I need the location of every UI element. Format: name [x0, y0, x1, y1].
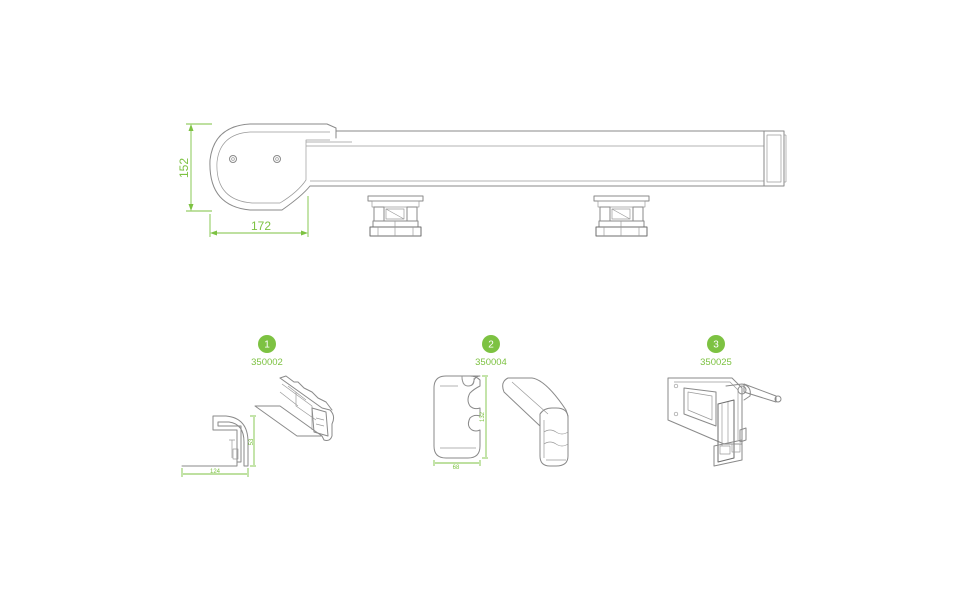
- dimension-height-152: 152: [177, 123, 212, 212]
- part-badge: [707, 335, 725, 353]
- rail-assembly-elevation: [209, 123, 787, 211]
- part-3-label: 3 350025: [700, 335, 732, 368]
- part-number: 2: [488, 340, 494, 351]
- part-code: 350025: [700, 357, 732, 368]
- part-1-label: 1 350002: [251, 335, 283, 368]
- part-code: 350002: [251, 357, 283, 368]
- dim-label-width: 172: [251, 219, 271, 233]
- dim-label-height: 53: [249, 438, 255, 445]
- part-badge: [258, 335, 276, 353]
- part-code: 350004: [475, 357, 507, 368]
- dim-label-height: 132: [480, 411, 486, 422]
- part-number: 3: [713, 340, 719, 351]
- dimension-width-172: 172: [209, 196, 309, 237]
- dim-label-width: 124: [210, 469, 221, 475]
- part-number: 1: [264, 340, 270, 351]
- dim-label-height: 152: [177, 158, 191, 178]
- dim-label-width: 68: [453, 465, 460, 471]
- part-2-profile-isometric: [502, 377, 569, 467]
- part-2-profile-section: 68 132: [433, 375, 488, 471]
- mounting-bracket-left: [367, 195, 424, 237]
- part-3-bracket-isometric: [667, 377, 782, 467]
- part-1-profile-section: 124 53: [181, 415, 256, 477]
- mounting-bracket-right: [593, 195, 650, 237]
- part-2-label: 2 350004: [475, 335, 507, 368]
- part-1-profile-isometric: [254, 375, 335, 441]
- part-badge: [482, 335, 500, 353]
